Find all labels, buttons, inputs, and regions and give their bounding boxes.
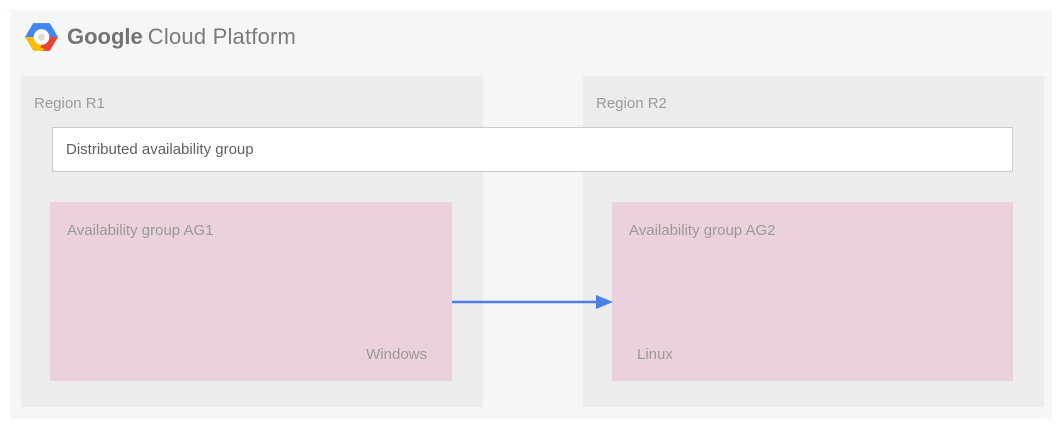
availability-group-ag2-label: Availability group AG2 <box>629 222 776 239</box>
region-r1-label: Region R1 <box>34 95 105 112</box>
availability-group-ag1-label: Availability group AG1 <box>67 222 214 239</box>
ag1-os-label-windows: Windows <box>366 346 427 363</box>
availability-group-ag1-box: Availability group AG1 Windows <box>50 202 452 381</box>
distributed-availability-group-box: Distributed availability group <box>52 127 1013 172</box>
brand-cloud-platform: Cloud Platform <box>147 24 297 49</box>
brand-google: Google <box>67 24 143 49</box>
gcp-hexagon-logo-icon <box>25 22 58 52</box>
replication-arrow <box>452 291 613 313</box>
ag2-os-label-linux: Linux <box>637 346 673 363</box>
distributed-availability-group-label: Distributed availability group <box>66 141 254 158</box>
availability-group-ag2-box: Availability group AG2 Linux <box>612 202 1013 381</box>
region-r2-label: Region R2 <box>596 95 667 112</box>
